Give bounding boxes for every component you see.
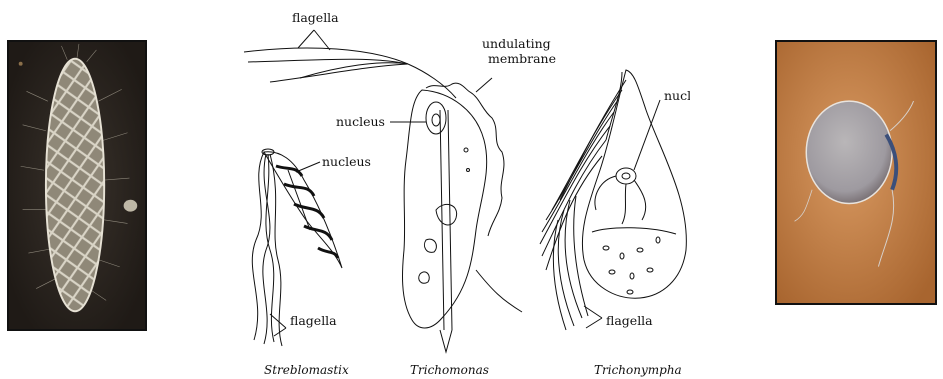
trichomonas-micrograph-art [777, 42, 935, 303]
caption-streblomastix: Streblomastix [264, 363, 349, 377]
trichomonas-flagella [244, 48, 408, 82]
label-flagella-top: flagella [292, 10, 339, 25]
label-undulating: undulating [482, 36, 551, 51]
caption-trichonympha: Trichonympha [594, 363, 682, 377]
label-membrane: membrane [488, 51, 556, 66]
protist-diagram: flagella undulating membrane nucleus nuc… [230, 0, 690, 379]
streblomastix-micrograph-art [9, 42, 145, 329]
trichomonas-cell [402, 64, 522, 352]
label-nucleus-trichomonas: nucleus [336, 114, 385, 129]
label-flagella-streblomastix: flagella [290, 313, 337, 328]
label-nucleus-streblomastix: nucleus [322, 154, 371, 169]
streblomastix-micrograph [7, 40, 147, 331]
label-flagella-trichonympha: flagella [606, 313, 653, 328]
trichonympha-cell [540, 70, 686, 330]
trichomonas-micrograph [775, 40, 937, 305]
label-nucleus-trichonympha: nucleus [664, 88, 690, 103]
caption-trichomonas: Trichomonas [410, 363, 489, 377]
